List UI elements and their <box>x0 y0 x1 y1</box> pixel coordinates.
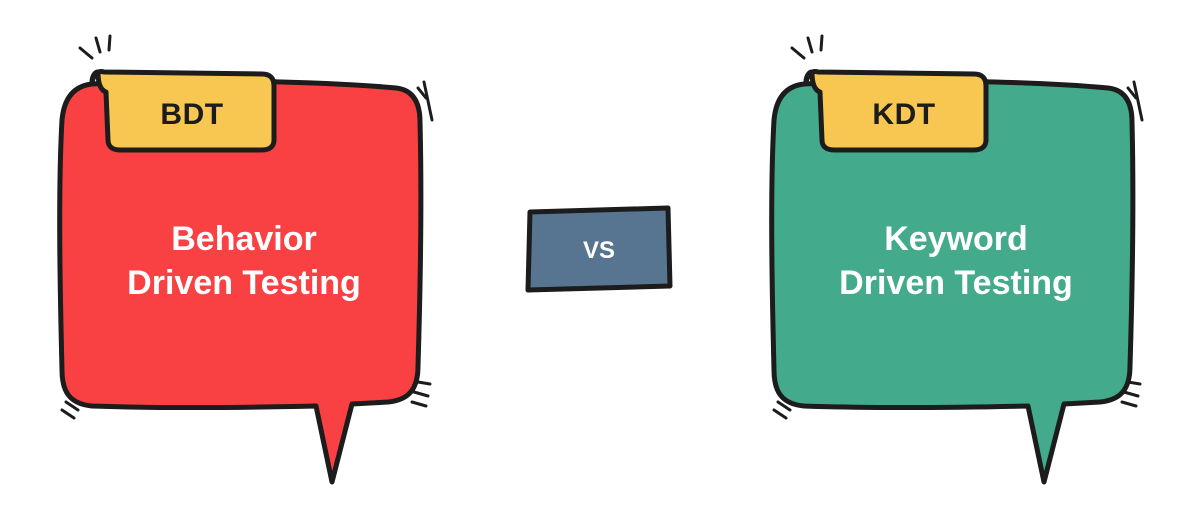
speech-bubble-green <box>769 78 1136 485</box>
bdt-tag-label: BDT <box>160 98 223 131</box>
sparkle-icon <box>60 34 434 420</box>
kdt-title-line2: Driven Testing <box>839 264 1073 302</box>
bdt-title-line1: Behavior <box>171 220 317 258</box>
kdt-card: KDT Keyword Driven Testing <box>769 34 1144 485</box>
vs-badge: VS <box>525 205 673 293</box>
sparkle-icon <box>772 34 1144 420</box>
vs-label: VS <box>583 237 615 264</box>
speech-bubble-red <box>57 78 424 485</box>
bdt-card: BDT Behavior Driven Testing <box>57 34 434 485</box>
kdt-tag-label: KDT <box>872 98 935 131</box>
bdt-title-line2: Driven Testing <box>127 264 361 302</box>
kdt-title-line1: Keyword <box>884 220 1028 258</box>
